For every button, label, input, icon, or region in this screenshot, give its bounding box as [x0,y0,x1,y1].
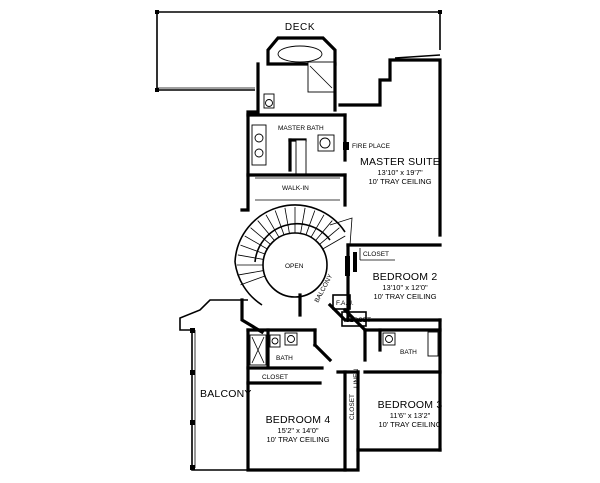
bedroom2-dims: 13'10" x 12'0" [382,283,428,292]
walk-in-label: WALK-IN [282,185,309,192]
bedroom4-dims: 15'2" x 14'0" [277,426,318,435]
bedroom4-ceiling: 10' TRAY CEILING [266,435,329,444]
bedroom2-label: BEDROOM 2 [373,271,438,283]
stair-tread [305,210,316,236]
hall-closet-label: CLOSET [345,317,371,324]
bedroom2-closet-label: CLOSET [363,251,389,258]
balcony-area [179,299,248,471]
stair-tread [257,220,275,241]
deck-area [155,10,442,92]
master-bath-label: MASTER BATH [278,125,324,132]
stair-tread [265,214,280,238]
bedroom3-label: BEDROOM 3 [378,399,443,411]
walk-in-closet [246,173,347,207]
fau-label: F.A.U. [336,300,354,307]
bay-window [266,36,337,93]
open-label: OPEN [285,263,304,270]
bedroom4-walls [240,298,360,472]
bedroom3-walls [356,318,442,452]
linen-label: LINEN [353,369,360,388]
stair-tread [322,235,346,250]
bedroom3-ceiling: 10' TRAY CEILING [378,420,441,429]
stair-tread [300,207,306,234]
hall-core [298,293,368,333]
bath-right-label: BATH [400,349,417,356]
master-suite-walls [240,54,442,237]
bedroom3-dims: 11'6" x 13'2" [390,411,431,420]
master-bath-fixtures [246,93,349,175]
bedroom2-walls [345,243,442,322]
stair-tread [319,227,340,245]
balcony-label: BALCONY [200,388,252,400]
bedroom4-closet-label: CLOSET [262,374,288,381]
bath-left-label: BATH [276,355,293,362]
stair-tread [310,214,325,238]
stair-tread [240,275,266,286]
stair-tread [284,207,290,234]
stair-tread [250,227,271,245]
deck-label: DECK [285,22,315,33]
stair-tread [315,220,333,241]
fire-place-label: FIRE PLACE [352,143,391,150]
stair-tread [274,210,285,236]
stair-tread [240,244,266,255]
stair-tread [237,270,264,276]
spiral-stair [234,204,353,306]
master-suite-label: MASTER SUITE [360,156,440,168]
bedroom4-side-closet-label: CLOSET [349,394,356,420]
master-suite-dims: 13'10" x 19'7" [377,168,423,177]
master-suite-ceiling: 10' TRAY CEILING [368,177,431,186]
stair-tread [237,254,264,260]
bedroom4-label: BEDROOM 4 [266,414,331,426]
stair-tread [244,235,268,250]
bedroom2-ceiling: 10' TRAY CEILING [373,292,436,301]
